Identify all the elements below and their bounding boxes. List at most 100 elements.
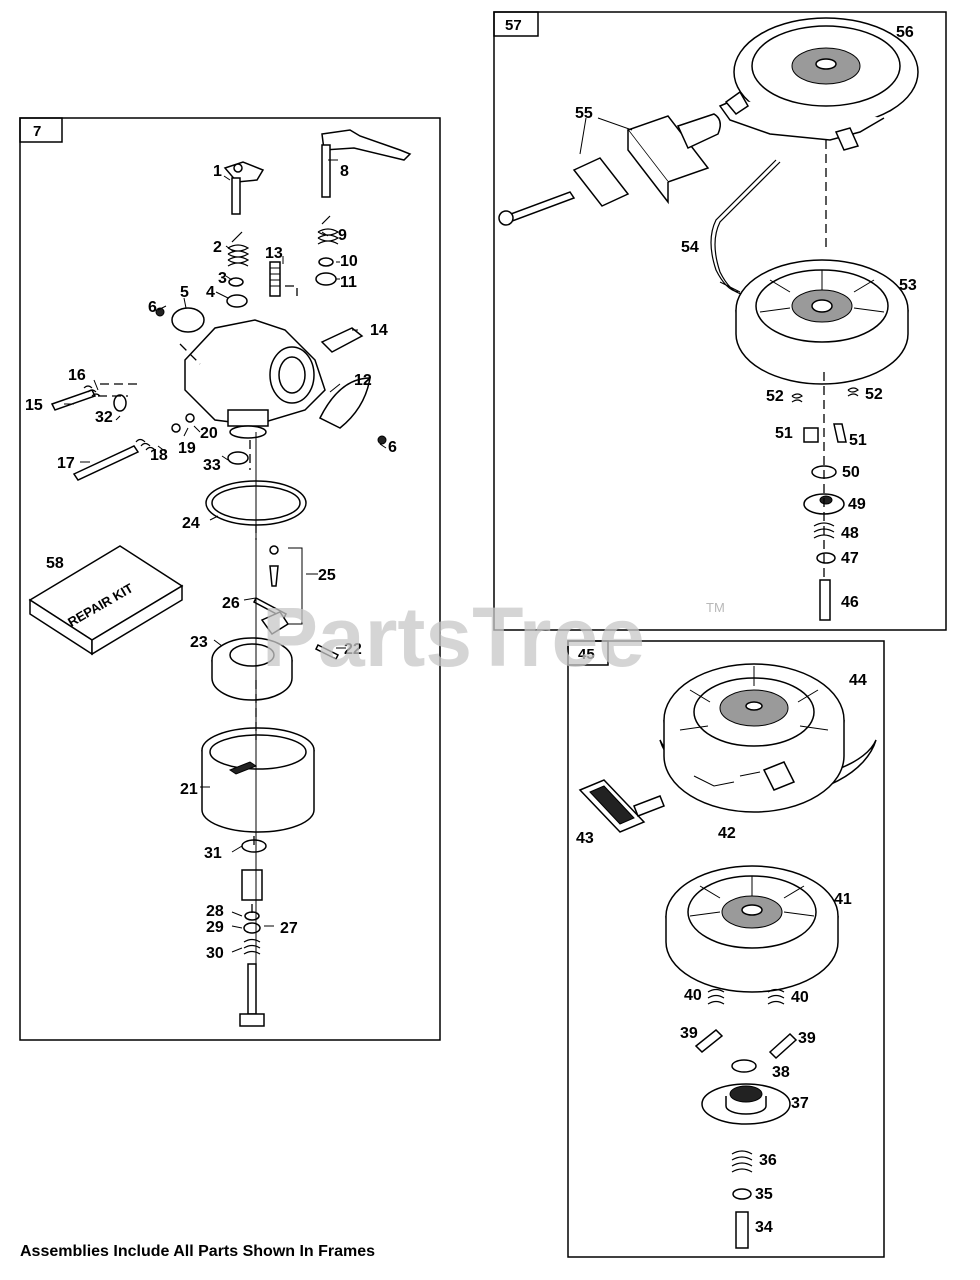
callout-52: 52 [766,388,784,405]
frame-45: 45 [567,640,885,1258]
callout-50: 50 [842,464,860,481]
callout-47: 47 [841,550,859,567]
brake-spring-part [731,1150,753,1173]
needle-part [247,963,257,1015]
carburetor-body-part [184,319,326,439]
callout-21: 21 [180,781,198,798]
callout-40b: 40 [791,989,809,1006]
throttle-shaft-part [223,161,265,215]
float-bowl-part [201,727,315,833]
frame-57: 57 [493,11,947,631]
o-ring-part [243,922,261,934]
dog-spring-part [707,988,725,1005]
callout-6: 6 [148,299,157,316]
callout-17: 17 [57,455,75,472]
watermark-trademark: TM [706,600,725,615]
inlet-needle-part [269,545,303,625]
callout-51b: 51 [849,432,867,449]
callout-13: 13 [265,245,283,262]
starter-housing-part [659,663,877,813]
o-ring-part [185,413,195,423]
callout-37: 37 [791,1095,809,1112]
starter-dog-part [768,1032,798,1060]
repair-kit-part: REPAIR KIT [28,545,184,656]
callout-43: 43 [576,830,594,847]
callout-26: 26 [222,595,240,612]
callout-9: 9 [338,227,347,244]
callout-28: 28 [206,903,224,920]
callout-39b: 39 [798,1030,816,1047]
callout-48: 48 [841,525,859,542]
callout-27: 27 [280,920,298,937]
callout-11: 11 [340,274,357,291]
callout-4: 4 [206,284,215,301]
callout-55: 55 [575,105,593,122]
washer-part [318,257,334,267]
callout-5: 5 [180,284,189,301]
screw-part [377,435,387,445]
callout-38: 38 [772,1064,790,1081]
float-part [211,611,293,701]
starter-dog-part [833,423,847,443]
washer-part [228,277,244,287]
washer-part [171,423,181,433]
choke-spring-part [317,215,340,245]
callout-31: 31 [204,845,222,862]
screw-part [269,261,281,297]
welch-plug-part [227,451,249,465]
callout-10: 10 [340,253,358,270]
callout-53: 53 [899,277,917,294]
center-pin-part [735,1211,749,1249]
starter-handle-part [498,113,721,226]
callout-24: 24 [182,515,200,532]
washer-part [731,1059,757,1073]
callout-16: 16 [68,367,86,384]
callout-19: 19 [178,440,196,457]
callout-23: 23 [190,634,208,651]
callout-32: 32 [95,409,113,426]
callout-18: 18 [150,447,168,464]
starter-pulley-part [665,865,839,993]
callout-44: 44 [849,672,867,689]
starter-handle-part [578,779,665,833]
callout-40: 40 [684,987,702,1004]
callout-33: 33 [203,457,221,474]
spring-part [243,938,261,955]
washer-part [732,1188,752,1200]
starter-dog-part [803,427,819,443]
callout-8: 8 [340,163,349,180]
frame-45-label: 45 [578,646,595,663]
callout-51: 51 [775,425,793,442]
bowl-nut-part [241,869,263,901]
o-ring-part [244,911,260,921]
throttle-spring-part [227,231,250,267]
callout-numbers: 1 8 2 13 9 3 10 11 6 5 4 14 16 15 32 12 … [25,24,917,1236]
dog-spring-part [791,393,803,403]
callout-14: 14 [370,322,388,339]
fuel-inlet-part [320,327,364,353]
dog-spring-part [767,988,785,1005]
callout-49: 49 [848,496,866,513]
idle-needle-part [50,385,101,411]
washer-part [816,552,836,564]
callout-30: 30 [206,945,224,962]
callout-52b: 52 [865,386,883,403]
frame-7: 7 [19,117,441,1041]
starter-dog-part [694,1028,724,1054]
callout-12: 12 [354,372,372,389]
callout-56: 56 [896,24,914,41]
callout-54: 54 [681,239,699,256]
choke-shaft-part [321,129,412,198]
callout-39: 39 [680,1025,698,1042]
seal-part [226,294,248,308]
callout-42: 42 [718,825,736,842]
frame-57-label: 57 [505,17,522,34]
shutter-plate-part [171,307,205,333]
callout-3: 3 [218,270,227,287]
footer-note: Assemblies Include All Parts Shown In Fr… [20,1243,375,1260]
callout-36: 36 [759,1152,777,1169]
seal-part [315,272,337,286]
callout-1: 1 [213,163,222,180]
main-needle-part [72,438,156,481]
